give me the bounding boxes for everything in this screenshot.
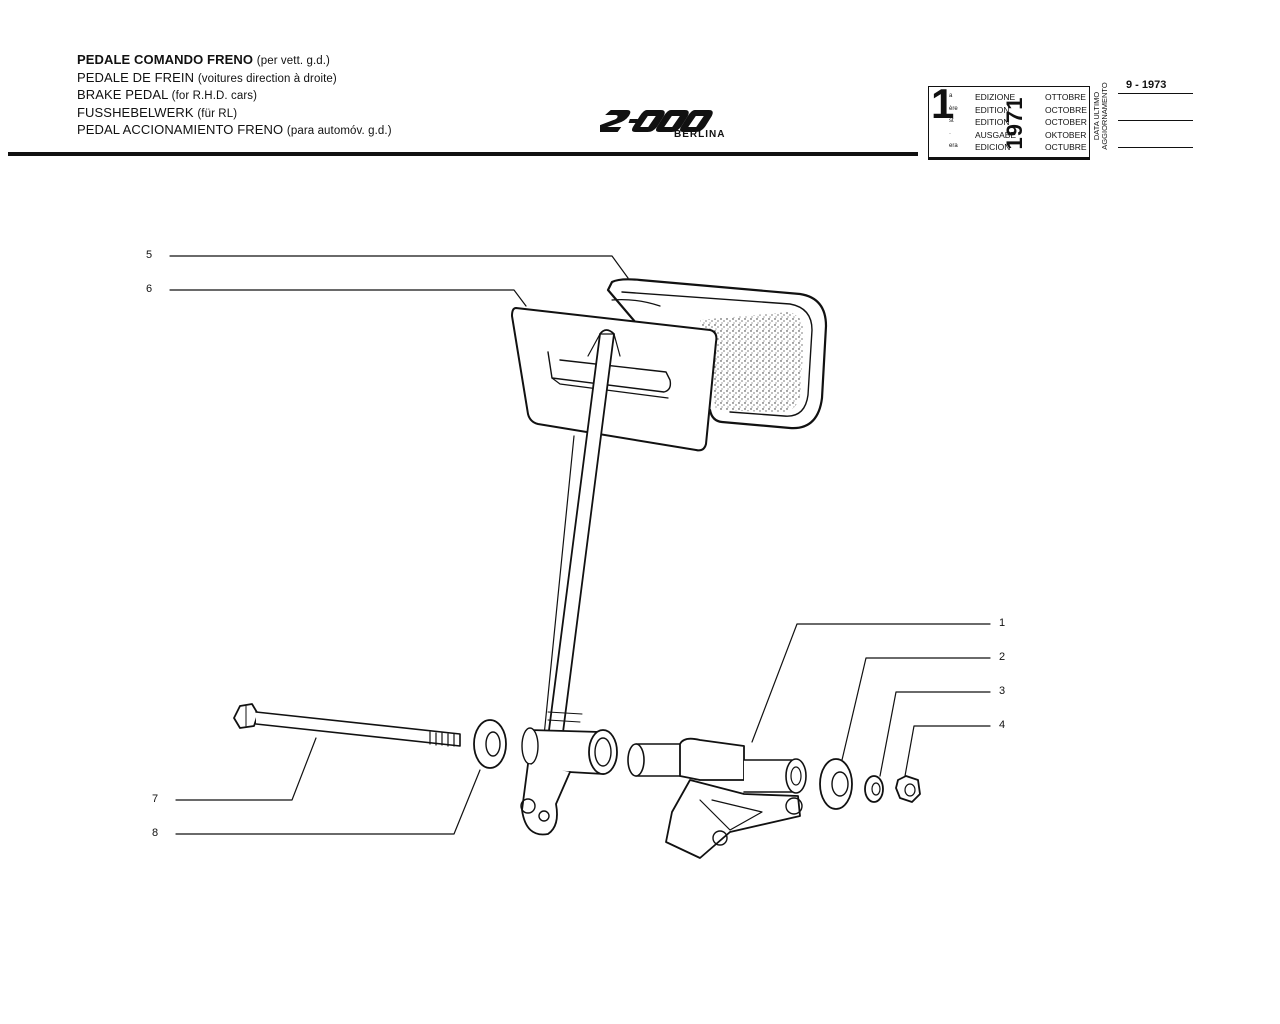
edition-suffix-es: era bbox=[949, 143, 958, 149]
leader-6 bbox=[169, 289, 527, 307]
pedal-arm bbox=[543, 329, 621, 741]
leader-3 bbox=[879, 691, 991, 777]
leader-8 bbox=[175, 769, 481, 835]
washer-part-2 bbox=[819, 758, 853, 810]
update-date: 9 - 1973 bbox=[1126, 79, 1167, 91]
pivot-bolt bbox=[233, 703, 461, 747]
title-es: PEDAL ACCIONAMIENTO FRENO (para automóv.… bbox=[77, 122, 392, 137]
model-logo bbox=[600, 110, 713, 132]
edition-number: 1 bbox=[931, 80, 955, 127]
leader-lines bbox=[169, 255, 991, 835]
edition-suffix-en: st bbox=[949, 118, 954, 124]
update-line-2 bbox=[1118, 120, 1193, 121]
callout-5: 5 bbox=[146, 249, 153, 261]
pedal-pad-rubber bbox=[606, 278, 828, 430]
edition-suffix-de: · bbox=[949, 131, 951, 137]
leader-1 bbox=[751, 623, 991, 743]
update-line-1 bbox=[1118, 93, 1193, 94]
callout-2: 2 bbox=[999, 651, 1006, 663]
lock-washer-part-3 bbox=[864, 775, 884, 803]
bushing-washer-left bbox=[473, 719, 507, 769]
edition-suffix-fr: ère bbox=[949, 106, 958, 112]
title-fr: PEDALE DE FREIN (voitures direction à dr… bbox=[77, 69, 337, 85]
title-de: FUSSHEBELWERK (für RL) bbox=[77, 104, 238, 120]
title-it: PEDALE COMANDO FRENO (per vett. g.d.) bbox=[77, 52, 330, 67]
callout-7: 7 bbox=[152, 793, 159, 805]
header-rule bbox=[8, 152, 918, 156]
title-block: PEDALE COMANDO FRENO (per vett. g.d.) PE… bbox=[77, 52, 392, 140]
edition-suffix-it: a bbox=[949, 93, 953, 99]
pedal-hub bbox=[520, 727, 618, 836]
update-line-3 bbox=[1118, 147, 1193, 148]
callout-4: 4 bbox=[999, 719, 1006, 731]
leader-5 bbox=[169, 255, 629, 279]
callout-3: 3 bbox=[999, 685, 1006, 697]
callout-8: 8 bbox=[152, 827, 159, 839]
leader-2 bbox=[841, 657, 991, 761]
callout-1: 1 bbox=[999, 617, 1006, 629]
leader-7 bbox=[175, 737, 317, 801]
pedal-bracket bbox=[627, 737, 807, 859]
nut-part-4 bbox=[895, 775, 921, 803]
model-variant: BERLINA bbox=[674, 129, 726, 140]
leader-4 bbox=[904, 725, 991, 777]
model-logo-mark bbox=[600, 110, 713, 132]
pedal-pad-plate bbox=[511, 307, 718, 452]
callout-6: 6 bbox=[146, 283, 153, 295]
title-en: BRAKE PEDAL (for R.H.D. cars) bbox=[77, 87, 258, 102]
